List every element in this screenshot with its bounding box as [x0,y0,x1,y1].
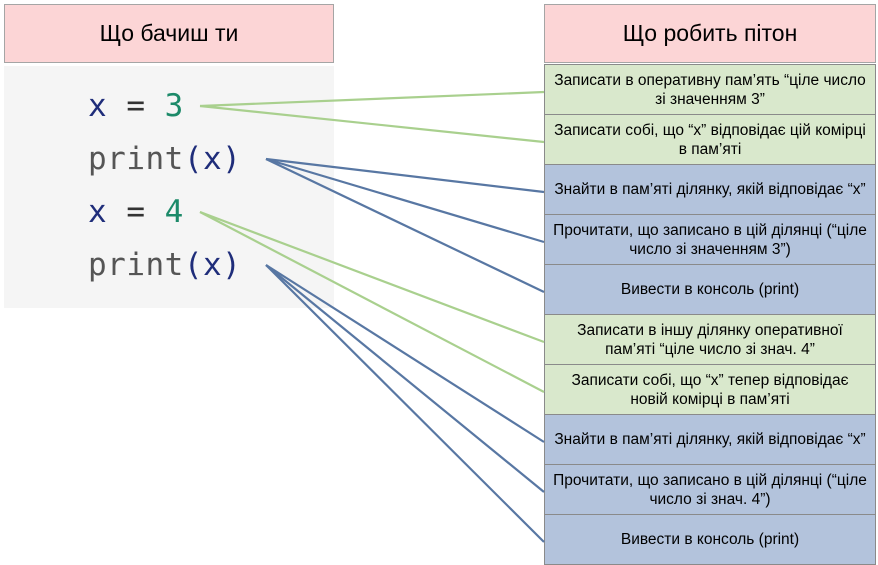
connector-line [265,157,545,244]
code-token: x [88,88,108,124]
step-text: Записати в іншу ділянку оперативної пам’… [577,321,843,358]
code-token: 4 [164,194,184,230]
step-box: Знайти в пам’яті ділянку, якій відповіда… [544,164,876,215]
connector-line [199,90,545,108]
connector-line [265,264,545,543]
connector-line [199,211,545,393]
step-box: Вивести в консоль (print) [544,264,876,315]
step-box: Прочитати, що записано в цій ділянці (“ц… [544,214,876,265]
step-text: Записати в оперативну пам’ять “ціле числ… [554,71,866,108]
code-token: x [88,194,108,230]
step-text: Вивести в консоль (print) [620,531,800,548]
code-token: x [203,141,223,177]
code-token: print [88,247,184,283]
code-token: x [203,247,223,283]
code-token: 3 [164,88,184,124]
step-text: Вивести в консоль (print) [620,281,800,298]
code-token: ) [222,141,242,177]
connector-line [265,157,545,194]
step-box: Записати в оперативну пам’ять “ціле числ… [544,64,876,115]
step-text: Знайти в пам’яті ділянку, якій відповіда… [554,181,866,198]
step-box: Прочитати, що записано в цій ділянці (“ц… [544,464,876,515]
step-text: Записати собі, що “х” тепер відповідає н… [571,371,849,408]
code-line: print(x) [88,246,241,284]
code-token: = [107,194,165,230]
code-token: print [88,141,184,177]
code-token: ) [222,247,242,283]
header-python-does: Що робить пітон [544,4,876,63]
code-line: x = 3 [88,87,184,125]
code-token: = [107,88,165,124]
connector-line [199,104,545,144]
step-box: Записати в іншу ділянку оперативної пам’… [544,314,876,365]
code-panel [4,66,334,308]
step-text: Прочитати, що записано в цій ділянці (“ц… [553,221,867,258]
code-token: ( [183,141,203,177]
code-line: x = 4 [88,193,184,231]
connector-line [265,264,545,493]
step-text: Прочитати, що записано в цій ділянці (“ц… [553,471,867,508]
code-line: print(x) [88,140,241,178]
step-box: Записати собі, що “х” відповідає цій ком… [544,114,876,165]
code-token: ( [183,247,203,283]
step-text: Записати собі, що “х” відповідає цій ком… [554,121,866,158]
header-you-see-label: Що бачиш ти [99,20,239,46]
step-box: Записати собі, що “х” тепер відповідає н… [544,364,876,415]
connector-lines [199,90,545,543]
connector-line [265,158,545,293]
connector-line [265,264,545,443]
step-box: Знайти в пам’яті ділянку, якій відповіда… [544,414,876,465]
header-you-see: Що бачиш ти [4,4,334,63]
connector-line [199,210,545,344]
header-python-does-label: Що робить пітон [622,20,798,46]
step-text: Знайти в пам’яті ділянку, якій відповіда… [554,431,866,448]
